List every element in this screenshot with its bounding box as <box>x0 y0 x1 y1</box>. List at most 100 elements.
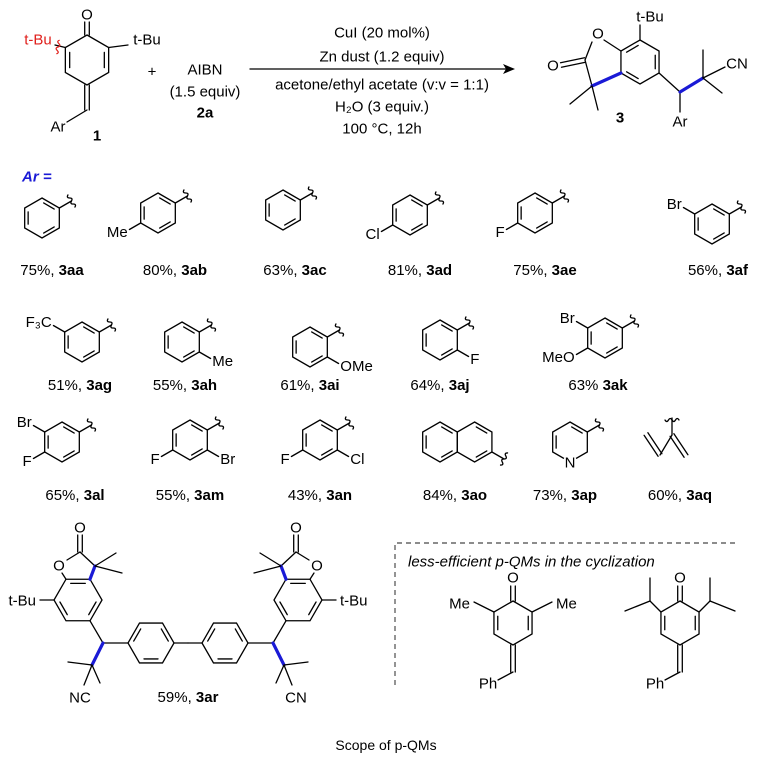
reagent-label: 2a <box>197 105 214 122</box>
qm2-oxygen: O <box>674 570 686 587</box>
less-efficient-title: less-efficient p-QMs in the cyclization <box>408 554 655 571</box>
wavy-bond-icon <box>307 186 318 200</box>
nitrogen-mask <box>563 455 577 469</box>
benzene-ring <box>172 419 208 461</box>
dimer-yield-label: 59%, 3ar <box>158 689 219 706</box>
bond <box>575 347 589 356</box>
product-carbonyl-oxygen: O <box>547 58 559 75</box>
inner-double-bond <box>284 218 296 226</box>
compound-id: 3an <box>326 487 352 504</box>
bond <box>551 195 566 204</box>
condition-solvent: acetone/ethyl acetate (v:v = 1:1) <box>275 77 489 94</box>
wavy-bond-icon <box>594 418 605 432</box>
double-bond <box>673 433 689 456</box>
dimer-left-carbonyl-oxygen: O <box>74 520 86 537</box>
substituent-label: OMe <box>340 358 373 375</box>
substituent-label: F <box>470 351 479 368</box>
bond <box>160 449 174 458</box>
yield: 61%, <box>280 377 314 394</box>
inner-double-bond <box>191 448 203 456</box>
new-bond-highlight <box>271 641 286 667</box>
compound-id: 3ac <box>302 262 327 279</box>
bond <box>206 422 221 431</box>
bond <box>83 664 93 686</box>
inner-double-bond <box>88 601 97 616</box>
dimer-left-ring-oxygen: O <box>53 558 65 575</box>
wavy-bond-icon <box>434 191 445 205</box>
yield: 75%, <box>20 262 54 279</box>
substituent-structure-3af <box>682 200 747 245</box>
carbonyl-double-bond <box>560 61 587 68</box>
bond <box>66 109 88 123</box>
double-bond <box>669 435 685 458</box>
bond <box>58 200 73 209</box>
bond <box>698 600 711 613</box>
wavy-bond-icon <box>55 39 61 55</box>
bond <box>659 434 673 456</box>
inner-double-bond <box>441 450 453 458</box>
inner-double-bond <box>321 424 333 432</box>
benzene-ring <box>422 319 458 361</box>
substituent-structure-3ae <box>505 189 570 234</box>
benzene-ring <box>44 421 80 463</box>
inner-double-bond <box>321 448 333 456</box>
wavy-bond-icon <box>86 418 97 432</box>
bond <box>575 320 589 329</box>
benzene-ring <box>517 192 553 234</box>
bond <box>206 449 220 458</box>
compound-id: 3ag <box>86 377 112 394</box>
bond <box>32 424 46 433</box>
inner-double-bond <box>83 326 95 334</box>
reaction-arrow-head-icon <box>503 64 515 74</box>
inner-double-bond <box>43 202 55 210</box>
benzene-ring <box>265 189 301 231</box>
compound-id: 3ae <box>552 262 577 279</box>
yield: 84%, <box>423 487 457 504</box>
reactant-label: 1 <box>93 128 101 145</box>
benzene-ring <box>24 197 60 239</box>
bond <box>326 356 340 365</box>
wavy-bond-icon <box>499 452 509 466</box>
inner-double-bond <box>311 355 323 363</box>
inner-double-bond <box>571 426 583 434</box>
yield: 56%, <box>688 262 722 279</box>
bond <box>78 424 93 433</box>
reactant-tbu-right: t-Bu <box>133 32 161 49</box>
substituent-structure-3an <box>290 416 355 461</box>
condition-additive: H₂O (3 equiv.) <box>335 99 429 116</box>
compound-yield-label: 81%, 3ad <box>388 262 452 279</box>
dimer-cn: CN <box>285 690 307 707</box>
wavy-bond-icon <box>106 318 117 332</box>
substituent-label: Cl <box>350 451 364 468</box>
bond <box>336 449 350 458</box>
substituent-label: F <box>496 224 505 241</box>
compound-yield-label: 55%, 3ah <box>153 377 217 394</box>
inner-double-bond <box>308 601 317 616</box>
figure-caption: Scope of p-QMs <box>335 737 436 753</box>
substituent-label: Br <box>17 414 32 431</box>
benzene-ring <box>302 419 338 461</box>
wavy-bond-icon <box>344 416 355 430</box>
bond <box>98 324 113 333</box>
condition-temperature-time: 100 °C, 12h <box>342 121 421 138</box>
compound-id: 3ab <box>181 262 207 279</box>
dimer-left-half <box>39 534 189 686</box>
compound-id: 3ak <box>603 377 629 394</box>
substituent-structure-3ai <box>292 323 345 368</box>
bond <box>94 552 117 567</box>
compound-yield-label: 63% 3ak <box>568 377 628 394</box>
compound-id: 3ar <box>196 689 219 706</box>
substituent-structure-3al <box>32 418 97 463</box>
bond <box>89 620 104 644</box>
bond <box>91 664 101 684</box>
product-ring-oxygen: O <box>592 26 604 43</box>
compound-yield-label: 63%, 3ac <box>263 262 326 279</box>
bond <box>624 600 651 612</box>
yield: 73%, <box>533 487 567 504</box>
bond <box>61 572 67 580</box>
new-bond-highlight <box>590 71 623 88</box>
bond <box>275 664 285 684</box>
wavy-bond-icon <box>214 416 225 430</box>
compound-yield-label: 64%, 3aj <box>410 377 469 394</box>
